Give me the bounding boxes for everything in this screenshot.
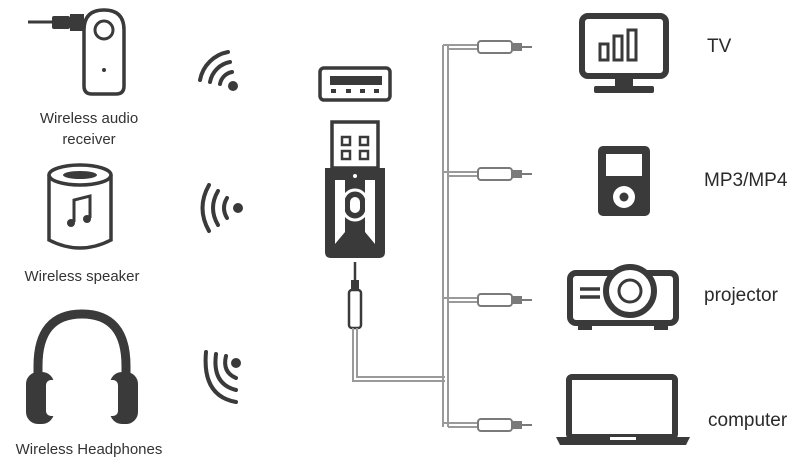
wifi-signal-icon <box>198 50 238 91</box>
usb-port-icon <box>318 66 392 102</box>
projector-label: projector <box>704 285 778 306</box>
bluetooth-signal-icon <box>200 183 243 233</box>
receiver-label: Wireless audio receiver <box>13 108 165 150</box>
speaker-label-line-1: Wireless speaker <box>24 268 140 285</box>
tv-icon <box>579 13 669 93</box>
speaker-label: Wireless speaker <box>6 266 158 287</box>
projector-icon <box>567 264 679 330</box>
tv-label: TV <box>707 36 732 57</box>
laptop-icon <box>556 374 690 445</box>
aux-plug-computer <box>477 418 532 432</box>
wireless-signal-icon <box>203 350 241 404</box>
receiver-label-line-2: receiver <box>62 131 116 148</box>
speaker-icon <box>47 163 113 250</box>
cable-lines <box>352 44 478 428</box>
aux-plug-projector <box>477 293 532 307</box>
aux-plugs-right <box>477 40 532 432</box>
headphones-label: Wireless Headphones <box>4 439 174 460</box>
usb-bluetooth-transmitter-icon <box>325 120 385 258</box>
mp3-player-icon <box>598 146 650 216</box>
mp3-label: MP3/MP4 <box>704 170 788 191</box>
computer-label: computer <box>708 410 788 431</box>
aux-plug-tv <box>477 40 532 54</box>
aux-plug-mp3 <box>477 167 532 181</box>
receiver-label-line-1: Wireless audio <box>39 110 139 127</box>
aux-plug-icon <box>347 262 363 330</box>
audio-receiver-icon <box>28 8 126 96</box>
headphones-icon <box>26 309 138 424</box>
headphones-label-line-1: Wireless Headphones <box>15 441 163 458</box>
